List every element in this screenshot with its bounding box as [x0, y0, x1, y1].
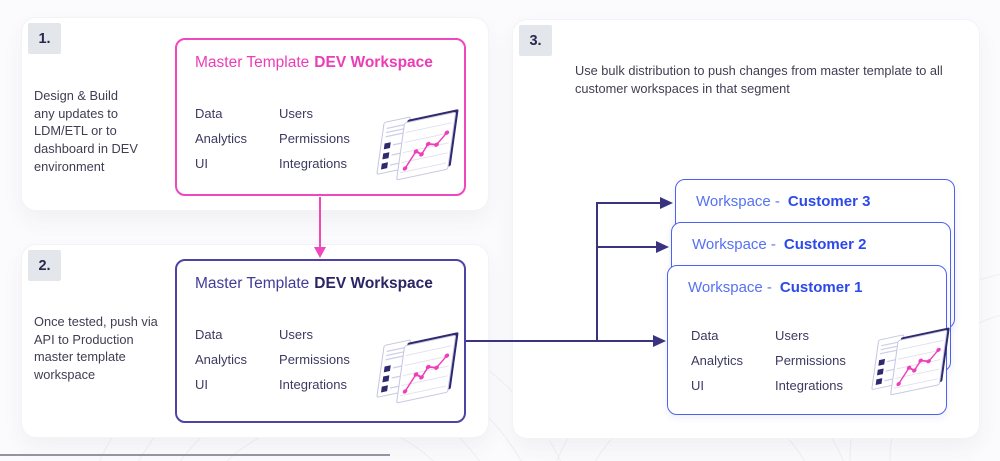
workspace-title: Workspace - Customer 1	[668, 266, 946, 296]
feature-item: Data	[195, 106, 223, 121]
dashboard-chart-icon	[871, 327, 950, 396]
dashboard-chart-icon	[376, 109, 459, 181]
workspace-customer-1-box: Workspace - Customer 1 Data Analytics UI …	[667, 265, 950, 415]
workspace-title-bold: DEV Workspace	[314, 275, 433, 292]
workspace-title-regular: Workspace -	[696, 193, 780, 210]
feature-item: Data	[195, 327, 223, 342]
workspace-title-regular: Workspace -	[692, 236, 776, 253]
feature-item: Analytics	[195, 131, 248, 146]
workspace-title-regular: Master Template	[195, 275, 310, 292]
feature-list: Data Analytics UI Users Permissions Inte…	[195, 327, 350, 402]
workspace-title: Workspace - Customer 2	[672, 223, 950, 253]
feature-list: Data Analytics UI Users Permissions Inte…	[691, 328, 846, 403]
feature-item: Permissions	[775, 353, 846, 368]
step-2-number-badge: 2.	[28, 250, 61, 281]
workspace-title-bold: Customer 2	[783, 236, 867, 253]
workspace-title-regular: Master Template	[195, 54, 310, 71]
step-3-description: Use bulk distribution to push changes fr…	[575, 63, 943, 96]
bottom-divider-line	[0, 454, 390, 456]
feature-item: Users	[279, 327, 313, 342]
step-1-number-badge: 1.	[28, 23, 61, 54]
feature-item: UI	[691, 378, 704, 393]
workspace-title-regular: Workspace -	[688, 279, 772, 296]
feature-item: Users	[775, 328, 809, 343]
feature-item: UI	[195, 156, 208, 171]
feature-item: Analytics	[195, 352, 248, 367]
feature-item: Integrations	[279, 377, 347, 392]
feature-item: UI	[195, 377, 208, 392]
workspace-title-bold: Customer 1	[779, 279, 863, 296]
feature-item: Analytics	[691, 353, 744, 368]
feature-item: Permissions	[279, 131, 350, 146]
dashboard-chart-icon	[376, 332, 459, 404]
feature-list: Data Analytics UI Users Permissions Inte…	[195, 106, 350, 181]
workspace-title-bold: DEV Workspace	[314, 54, 433, 71]
feature-item: Integrations	[279, 156, 347, 171]
feature-item: Data	[691, 328, 719, 343]
step-2-description: Once tested, push via API to Production …	[34, 314, 158, 382]
step-1-description: Design & Build any updates to LDM/ETL or…	[34, 88, 138, 174]
step-3-number-badge: 3.	[519, 25, 552, 56]
feature-item: Users	[279, 106, 313, 121]
feature-item: Permissions	[279, 352, 350, 367]
feature-item: Integrations	[775, 378, 843, 393]
workspace-title-bold: Customer 3	[787, 193, 871, 210]
workspace-title: Workspace - Customer 3	[676, 180, 954, 210]
